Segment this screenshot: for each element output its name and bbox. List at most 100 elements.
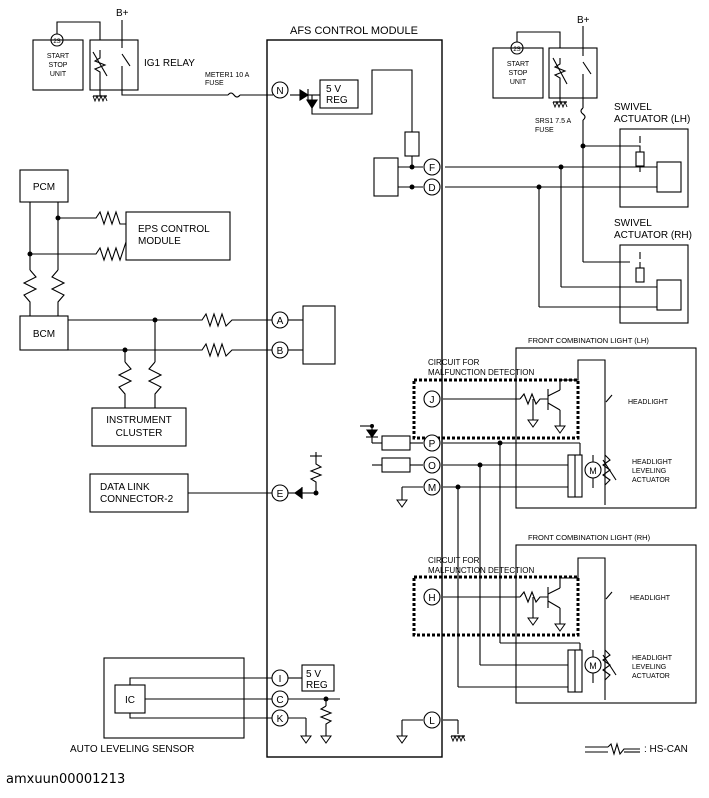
front-lh-label: FRONT COMBINATION LIGHT (LH): [528, 336, 649, 345]
start-left-2: STOP: [49, 62, 68, 69]
pcm-box: [19, 169, 69, 203]
instrument-label-1: INSTRUMENT: [106, 415, 172, 426]
two-s-right: 2S: [513, 47, 520, 53]
srs1-fuse-1: SRS1 7.5 A: [535, 118, 572, 125]
start-right-3: UNIT: [510, 79, 527, 86]
terminal-h: [423, 588, 441, 606]
swivel-lh-1: SWIVEL: [614, 102, 652, 113]
terminal-o-label: O: [428, 461, 436, 472]
terminal-b: [271, 341, 289, 359]
eps-label-2: MODULE: [138, 236, 181, 247]
motor-lh: M: [589, 466, 597, 476]
malfunction-detection-rh: [412, 575, 580, 637]
front-combination-light-lh: [515, 347, 697, 509]
circuit-lh-1: CIRCUIT FOR: [428, 358, 480, 367]
leveling-rh-1: HEADLIGHT: [632, 655, 673, 662]
instrument-cluster: [91, 407, 187, 447]
bcm-label: BCM: [33, 329, 55, 340]
terminal-c: [271, 690, 289, 708]
circuit-rh-1: CIRCUIT FOR: [428, 556, 480, 565]
swivel-rh-1: SWIVEL: [614, 218, 652, 229]
terminal-m: [423, 478, 441, 496]
start-right-2: STOP: [509, 70, 528, 77]
swivel-actuator-rh: [619, 244, 689, 324]
terminal-e-label: E: [277, 489, 284, 500]
start-stop-unit-right: [492, 47, 544, 99]
figure-caption: amxuun00001213: [6, 772, 126, 787]
circuit-lh-2: MALFUNCTION DETECTION: [428, 368, 534, 377]
malfunction-detection-lh: [412, 378, 580, 440]
start-left-1: START: [47, 53, 70, 60]
terminal-i: [271, 669, 289, 687]
terminal-k-label: K: [277, 714, 284, 725]
start-right-1: START: [507, 61, 530, 68]
terminal-m-label: M: [428, 483, 436, 494]
start-left-3: UNIT: [50, 71, 67, 78]
terminal-p-label: P: [429, 439, 436, 450]
terminal-c-label: C: [276, 695, 283, 706]
headlight-rh: HEADLIGHT: [630, 595, 671, 602]
terminal-i-label: I: [279, 674, 282, 685]
start-stop-unit-left: [32, 39, 84, 91]
terminal-e: [271, 484, 289, 502]
module-title: AFS CONTROL MODULE: [290, 25, 418, 37]
data-link-connector: [89, 473, 189, 513]
auto-leveling-sensor: [103, 657, 245, 739]
terminal-d-label: D: [428, 183, 435, 194]
reg-bottom-1: 5 V: [306, 669, 321, 680]
swivel-actuator-lh: [619, 128, 689, 208]
dlc-label-2: CONNECTOR-2: [100, 494, 174, 505]
front-combination-light-rh: [515, 544, 697, 704]
meter1-fuse-2: FUSE: [205, 80, 224, 87]
reg-top-1: 5 V: [326, 84, 341, 95]
eps-label-1: EPS CONTROL: [138, 224, 210, 235]
terminal-n: [271, 81, 289, 99]
terminal-o: [423, 456, 441, 474]
pcm-label: PCM: [33, 182, 55, 193]
terminal-k: [271, 709, 289, 727]
motor-rh: M: [589, 661, 597, 671]
instrument-label-2: CLUSTER: [116, 428, 163, 439]
terminal-f: [423, 158, 441, 176]
terminal-p: [423, 434, 441, 452]
auto-leveling-label: AUTO LEVELING SENSOR: [70, 744, 194, 755]
leveling-lh-3: ACTUATOR: [632, 477, 670, 484]
hs-can-label: : HS-CAN: [644, 744, 688, 755]
terminal-d: [423, 178, 441, 196]
five-v-reg-top: [319, 79, 359, 109]
ig1-relay-label: IG1 RELAY: [144, 58, 195, 69]
terminal-f-label: F: [429, 163, 435, 174]
leveling-rh-3: ACTUATOR: [632, 673, 670, 680]
bcm-box: [19, 315, 69, 351]
two-s-left: 2S: [53, 39, 60, 45]
wiring-diagram: N F D A B J P O M E H I C K L AFS CONTRO…: [19, 8, 697, 758]
terminal-j-label: J: [430, 395, 435, 406]
bplus-right: B+: [577, 15, 590, 26]
swivel-lh-2: ACTUATOR (LH): [614, 114, 690, 125]
headlight-lh: HEADLIGHT: [628, 399, 669, 406]
circuit-rh-2: MALFUNCTION DETECTION: [428, 566, 534, 575]
terminal-l-label: L: [429, 716, 435, 727]
srs1-fuse-2: FUSE: [535, 127, 554, 134]
afs-control-module: [266, 39, 443, 758]
reg-top-2: REG: [326, 95, 348, 106]
bplus-left: B+: [116, 8, 129, 19]
terminal-h-label: H: [428, 593, 435, 604]
terminal-j: [423, 390, 441, 408]
meter1-fuse-1: METER1 10 A: [205, 72, 250, 79]
leveling-lh-2: LEVELING: [632, 468, 666, 475]
terminal-n-label: N: [276, 86, 283, 97]
terminal-a-label: A: [277, 316, 284, 327]
reg-bottom-2: REG: [306, 680, 328, 691]
dlc-label-1: DATA LINK: [100, 482, 150, 493]
leveling-lh-1: HEADLIGHT: [632, 459, 673, 466]
terminal-b-label: B: [277, 346, 284, 357]
leveling-rh-2: LEVELING: [632, 664, 666, 671]
ic-label: IC: [125, 695, 135, 706]
eps-control-module: [125, 211, 231, 261]
front-rh-label: FRONT COMBINATION LIGHT (RH): [528, 533, 651, 542]
terminal-a: [271, 311, 289, 329]
terminal-l: [423, 711, 441, 729]
ig1-relay: [89, 39, 139, 91]
swivel-rh-2: ACTUATOR (RH): [614, 230, 692, 241]
